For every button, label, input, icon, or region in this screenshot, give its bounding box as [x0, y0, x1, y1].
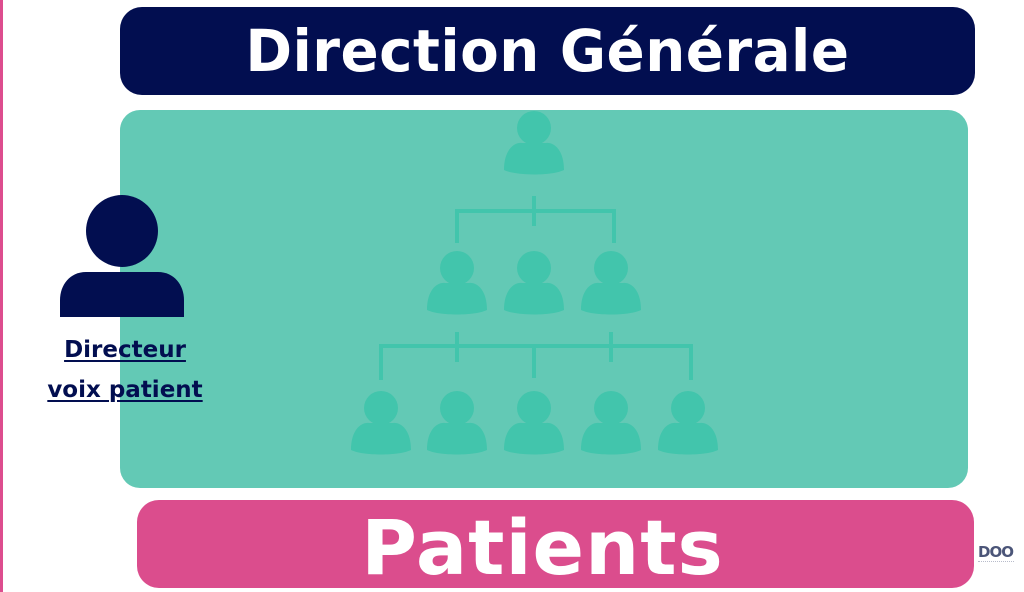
- director-label: Directeur voix patient: [30, 330, 220, 410]
- left-accent-rule: [0, 0, 3, 592]
- banner-title: Direction Générale: [245, 17, 850, 85]
- director-label-line2: voix patient: [47, 377, 203, 403]
- director-label-line1: Directeur: [64, 337, 186, 363]
- logo-text: DOO: [978, 543, 1014, 561]
- person-icon: [60, 195, 184, 317]
- director-voix-patient: Directeur voix patient: [30, 190, 220, 410]
- direction-generale-banner: Direction Générale: [120, 7, 975, 95]
- patients-title: Patients: [361, 502, 724, 592]
- patients-banner: Patients: [137, 500, 974, 592]
- org-chart-people-icon: [351, 111, 718, 455]
- brand-logo: DOO: [978, 543, 1018, 569]
- logo-subtext-decoration: [978, 561, 1014, 564]
